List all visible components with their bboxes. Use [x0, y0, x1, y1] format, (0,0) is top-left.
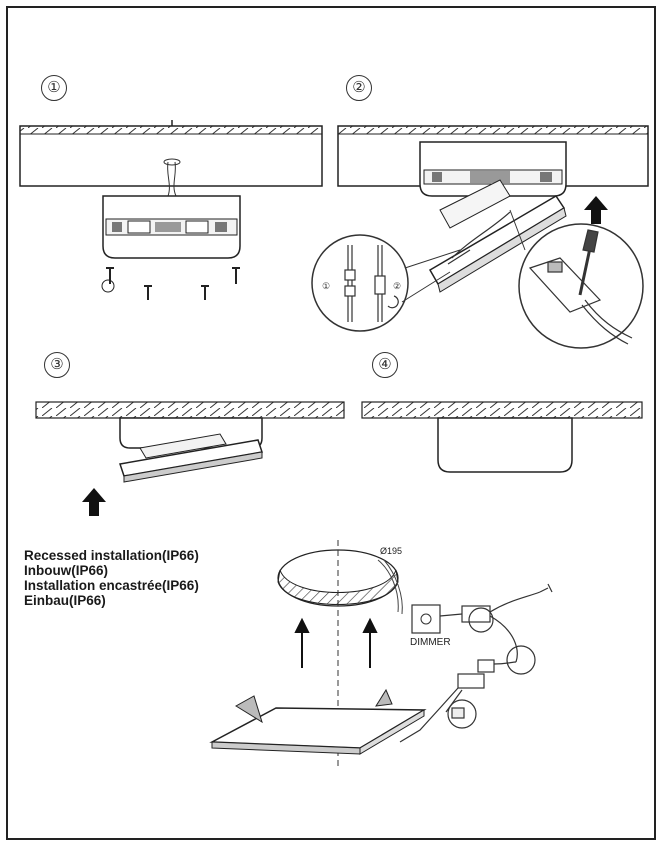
recessed-installation-caption: Recessed installation(IP66) Inbouw(IP66)… — [24, 548, 199, 608]
ceiling-slab-4 — [361, 401, 643, 419]
dimmer-label: DIMMER — [410, 637, 451, 648]
inset-step-1: ① — [322, 281, 330, 291]
ceiling-slab-3 — [35, 401, 345, 419]
tilted-panel-3 — [119, 433, 263, 483]
step-4-illustration — [361, 401, 643, 473]
mounted-light-4 — [437, 417, 573, 473]
cutout-diameter-label: Ø195 — [380, 546, 402, 556]
up-arrow-2 — [584, 196, 608, 224]
step-number-4: ④ — [372, 352, 398, 378]
driver-wiring — [399, 583, 553, 743]
up-arrow-3 — [82, 488, 106, 516]
recessed-illustration: Ø195 DIMMER — [209, 540, 553, 770]
mounting-box-1 — [102, 195, 241, 259]
screwdriver-inset — [509, 209, 644, 349]
wire-connector-inset — [311, 234, 461, 332]
page-frame — [6, 6, 656, 840]
caption-line-fr: Installation encastrée(IP66) — [24, 578, 199, 593]
caption-line-nl: Inbouw(IP66) — [24, 563, 108, 578]
step-number-1: ① — [41, 75, 67, 101]
recessed-panel — [209, 688, 427, 755]
caption-line-en: Recessed installation(IP66) — [24, 548, 199, 563]
ceiling-slab-1 — [19, 120, 323, 187]
step-3-illustration — [35, 401, 345, 516]
ceiling-wires-1 — [163, 158, 181, 197]
step-2-illustration: ① ② — [311, 125, 649, 349]
screws-1 — [101, 267, 240, 300]
step-number-2: ② — [346, 75, 372, 101]
tilted-panel-2 — [428, 179, 567, 293]
inset-step-2: ② — [393, 281, 401, 291]
wires-2 — [447, 211, 511, 265]
step-1-illustration — [19, 120, 323, 300]
ceiling-cutout — [277, 540, 403, 770]
caption-line-de: Einbau(IP66) — [24, 593, 106, 608]
step-number-3: ③ — [44, 352, 70, 378]
recessed-up-arrows — [294, 617, 378, 668]
dimmer-switch — [411, 604, 441, 634]
mounting-box-2 — [419, 141, 567, 197]
